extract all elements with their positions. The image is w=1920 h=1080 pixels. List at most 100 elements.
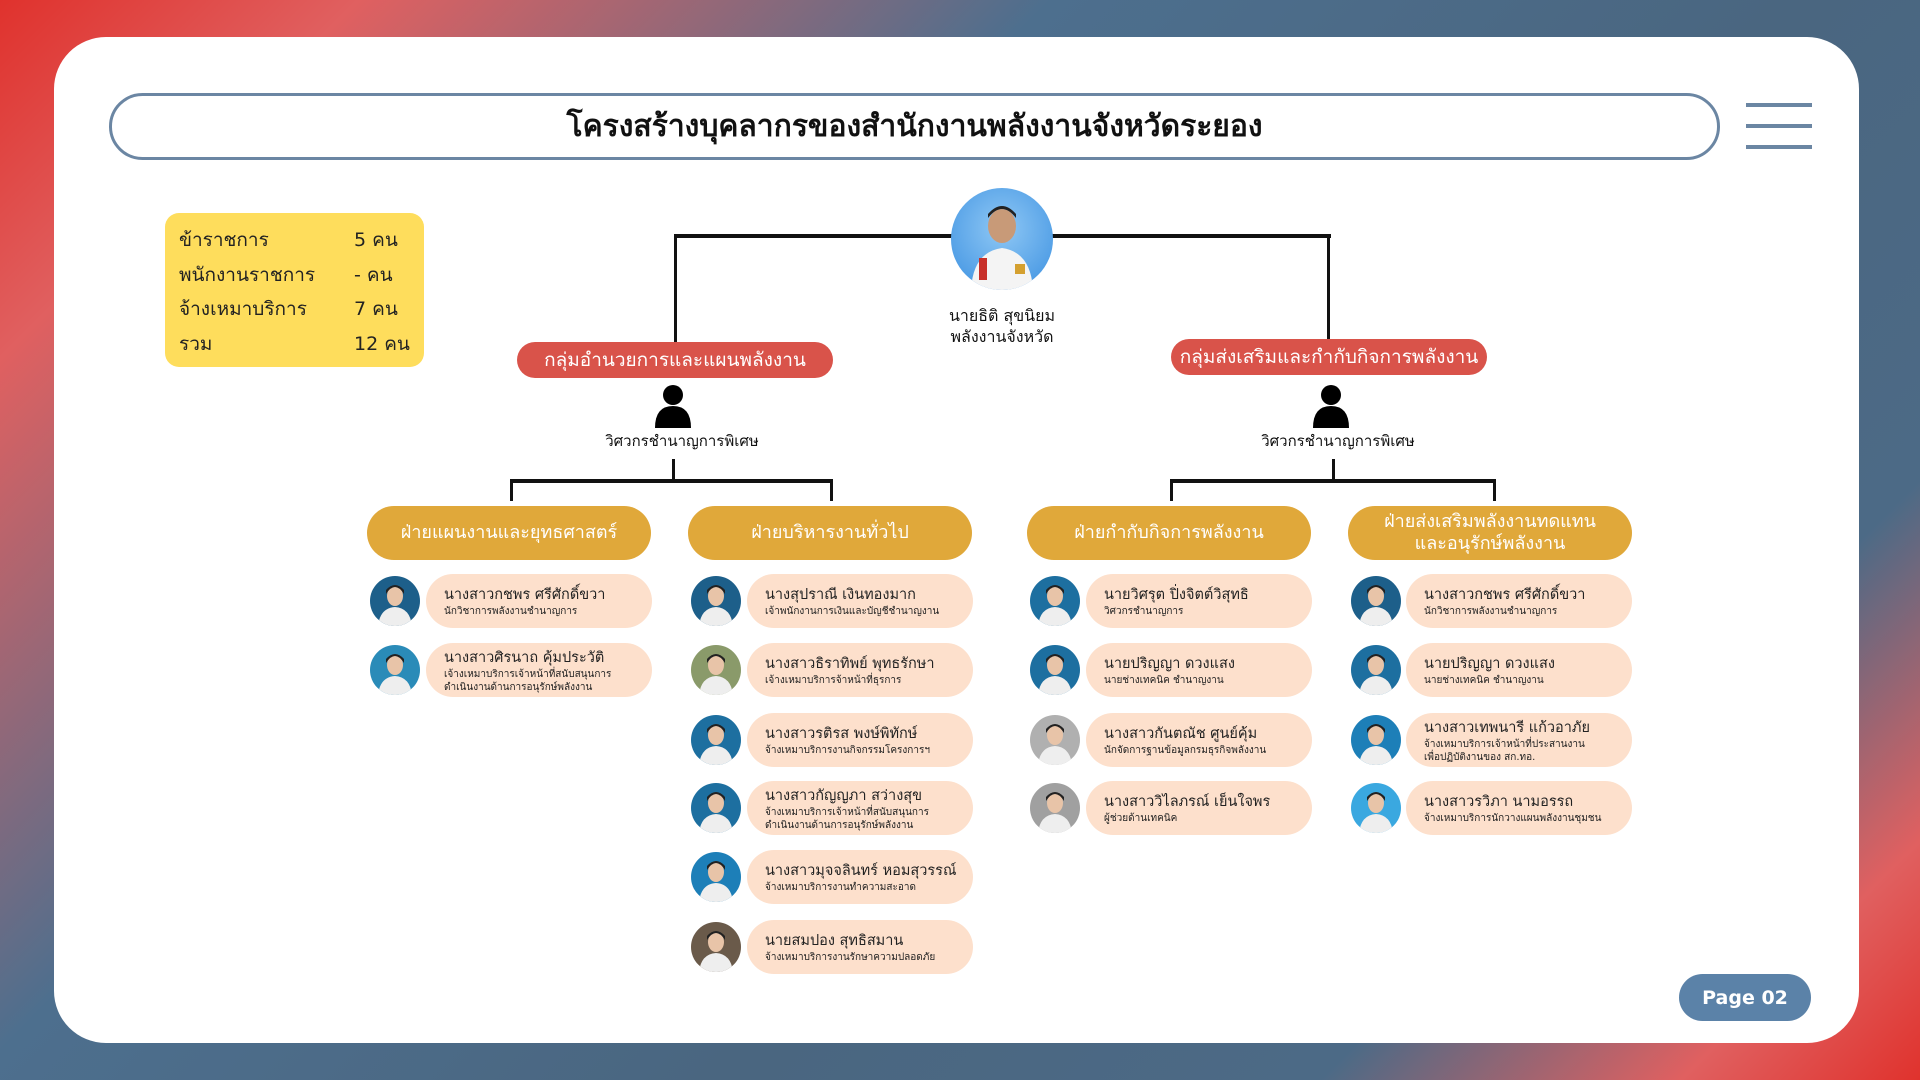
director-photo	[951, 188, 1053, 290]
member-photo	[1030, 576, 1080, 626]
member-card: นางสุปราณี เงินทองมากเจ้าพนักงานการเงินแ…	[747, 574, 973, 628]
connector	[1170, 479, 1173, 501]
member-photo	[1030, 715, 1080, 765]
section-name: ฝ่ายบริหารงานทั่วไป	[751, 522, 909, 544]
member-name: นางสุปราณี เงินทองมาก	[765, 587, 916, 604]
member-card: นางสาวกชพร ศรีศักดิ์ขวานักวิชาการพลังงาน…	[426, 574, 652, 628]
member-name: นางสาวมุจจลินทร์ หอมสุวรรณ์	[765, 863, 957, 880]
member-position: จ้างเหมาบริการงานกิจกรรมโครงการฯ	[765, 745, 930, 757]
member-photo	[691, 715, 741, 765]
group-head-title: วิศวกรชำนาญการพิเศษ	[605, 432, 759, 450]
member-photo	[691, 783, 741, 833]
section-header: ฝ่ายแผนงานและยุทธศาสตร์	[367, 506, 651, 560]
member-name: นางสาวธิราทิพย์ พุทธรักษา	[765, 656, 935, 673]
member-card: นางสาวมุจจลินทร์ หอมสุวรรณ์จ้างเหมาบริกา…	[747, 850, 973, 904]
member-card: นางสาวธิราทิพย์ พุทธรักษาเจ้างเหมาบริการ…	[747, 643, 973, 697]
connector	[674, 234, 677, 344]
connector	[830, 479, 833, 501]
member-position: ดำเนินงานด้านการอนุรักษ์พลังงาน	[444, 681, 593, 693]
member-photo	[1030, 783, 1080, 833]
member-card: นางสาวเทพนารี แก้วอาภัยจ้างเหมาบริการเจ้…	[1406, 713, 1632, 767]
member-position: ผู้ช่วยด้านเทคนิค	[1104, 813, 1178, 825]
member-card: นางสาวศิรนาถ คุ้มประวัติเจ้างเหมาบริการเ…	[426, 643, 652, 697]
section-name: ฝ่ายแผนงานและยุทธศาสตร์	[400, 522, 618, 544]
member-card: นางสาวรติรส พงษ์พิทักษ์จ้างเหมาบริการงาน…	[747, 713, 973, 767]
member-photo	[691, 852, 741, 902]
stat-row: พนักงานราชการ- คน	[179, 263, 393, 286]
connector	[1170, 479, 1496, 483]
member-card: นางสาวกันตณัช ศูนย์คุ้มนักจัดการฐานข้อมู…	[1086, 713, 1312, 767]
member-photo	[1351, 715, 1401, 765]
member-position: ดำเนินงานด้านการอนุรักษ์พลังงาน	[765, 819, 914, 831]
connector	[1493, 479, 1496, 501]
member-position: วิศวกรชำนาญการ	[1104, 606, 1184, 618]
member-card: นายปริญญา ดวงแสงนายช่างเทคนิค ชำนาญงาน	[1406, 643, 1632, 697]
member-name: นางสาวกชพร ศรีศักดิ์ขวา	[444, 587, 606, 604]
member-name: นางสาวรติรส พงษ์พิทักษ์	[765, 726, 918, 743]
section-header: ฝ่ายกำกับกิจการพลังงาน	[1027, 506, 1311, 560]
director-position: พลังงานจังหวัด	[950, 327, 1054, 346]
member-position: นายช่างเทคนิค ชำนาญงาน	[1104, 675, 1224, 687]
member-position: นายช่างเทคนิค ชำนาญงาน	[1424, 675, 1544, 687]
member-name: นางสาวกันตณัช ศูนย์คุ้ม	[1104, 726, 1258, 743]
member-name: นายวิศรุต ปิ่งจิตต์วิสุทธิ	[1104, 587, 1249, 604]
group-admin-planning: กลุ่มอำนวยการและแผนพลังงาน	[517, 342, 833, 378]
person-icon	[655, 385, 691, 428]
connector	[510, 479, 513, 501]
connector	[1327, 234, 1330, 340]
connector	[672, 459, 675, 481]
member-name: นางสาวกชพร ศรีศักดิ์ขวา	[1424, 587, 1586, 604]
member-photo	[370, 645, 420, 695]
section-name: และอนุรักษ์พลังงาน	[1414, 533, 1566, 554]
member-card: นางสาวกชพร ศรีศักดิ์ขวานักวิชาการพลังงาน…	[1406, 574, 1632, 628]
member-name: นางสาวศิรนาถ คุ้มประวัติ	[444, 650, 605, 666]
member-position: นักวิชาการพลังงานชำนาญการ	[1424, 606, 1558, 618]
member-card: นายปริญญา ดวงแสงนายช่างเทคนิค ชำนาญงาน	[1086, 643, 1312, 697]
member-position: เจ้างเหมาบริการจ้าหน้าที่ธุรการ	[765, 675, 902, 687]
member-name: นายปริญญา ดวงแสง	[1104, 656, 1235, 673]
section-header: ฝ่ายส่งเสริมพลังงานทดแทนและอนุรักษ์พลังง…	[1348, 506, 1632, 560]
member-name: นางสาวรวิภา นามอรรถ	[1424, 794, 1574, 811]
member-position: จ้างเหมาบริการเจ้าหน้าที่ประสานงาน	[1424, 739, 1585, 750]
person-icon	[1313, 385, 1349, 428]
member-position: เจ้าพนักงานการเงินและบัญชีชำนาญงาน	[765, 606, 940, 618]
page-number-badge: Page 02	[1679, 974, 1811, 1021]
member-photo	[1351, 576, 1401, 626]
member-photo	[691, 645, 741, 695]
member-name: นายปริญญา ดวงแสง	[1424, 656, 1555, 673]
connector	[510, 479, 833, 483]
member-card: นายวิศรุต ปิ่งจิตต์วิสุทธิวิศวกรชำนาญการ	[1086, 574, 1312, 628]
member-name: นางสาวกัญญภา สว่างสุข	[765, 788, 923, 804]
member-position: จ้างเหมาบริการงานทำความสะอาด	[765, 882, 916, 894]
member-name: นายสมปอง สุทธิสมาน	[765, 933, 904, 950]
member-position: จ้างเหมาบริการงานรักษาความปลอดภัย	[765, 952, 936, 964]
member-card: นางสาวกัญญภา สว่างสุขจ้างเหมาบริการเจ้าห…	[747, 781, 973, 835]
member-photo	[1351, 783, 1401, 833]
section-name: ฝ่ายส่งเสริมพลังงานทดแทน	[1384, 511, 1596, 533]
member-position: เพื่อปฏิบัติงานของ สก.ทอ.	[1424, 751, 1536, 763]
member-photo	[691, 922, 741, 972]
connector	[1332, 459, 1335, 481]
section-name: ฝ่ายกำกับกิจการพลังงาน	[1074, 522, 1264, 544]
member-card: นางสาววิไลภรณ์ เย็นใจพรผู้ช่วยด้านเทคนิค	[1086, 781, 1312, 835]
page-title: โครงสร้างบุคลากรของสำนักงานพลังงานจังหวั…	[109, 93, 1720, 160]
member-name: นางสาวเทพนารี แก้วอาภัย	[1424, 720, 1590, 736]
member-position: เจ้างเหมาบริการเจ้าหน้าที่สนับสนุนการ	[444, 669, 612, 680]
member-photo	[1351, 645, 1401, 695]
member-position: นักจัดการฐานข้อมูลกรมธุรกิจพลังงาน	[1104, 745, 1267, 757]
member-position: นักวิชาการพลังงานชำนาญการ	[444, 606, 578, 618]
group-head-title: วิศวกรชำนาญการพิเศษ	[1261, 432, 1415, 450]
member-photo	[370, 576, 420, 626]
section-header: ฝ่ายบริหารงานทั่วไป	[688, 506, 972, 560]
director-name: นายธิติ สุขนิยม	[948, 306, 1056, 325]
member-card: นายสมปอง สุทธิสมานจ้างเหมาบริการงานรักษา…	[747, 920, 973, 974]
member-position: จ้างเหมาบริการนักวางแผนพลังงานชุมชน	[1424, 813, 1602, 825]
member-position: จ้างเหมาบริการเจ้าหน้าที่สนับสนุนการ	[765, 807, 929, 818]
group-promotion-regulation: กลุ่มส่งเสริมและกำกับกิจการพลังงาน	[1171, 339, 1487, 375]
member-card: นางสาวรวิภา นามอรรถจ้างเหมาบริการนักวางแ…	[1406, 781, 1632, 835]
member-photo	[691, 576, 741, 626]
